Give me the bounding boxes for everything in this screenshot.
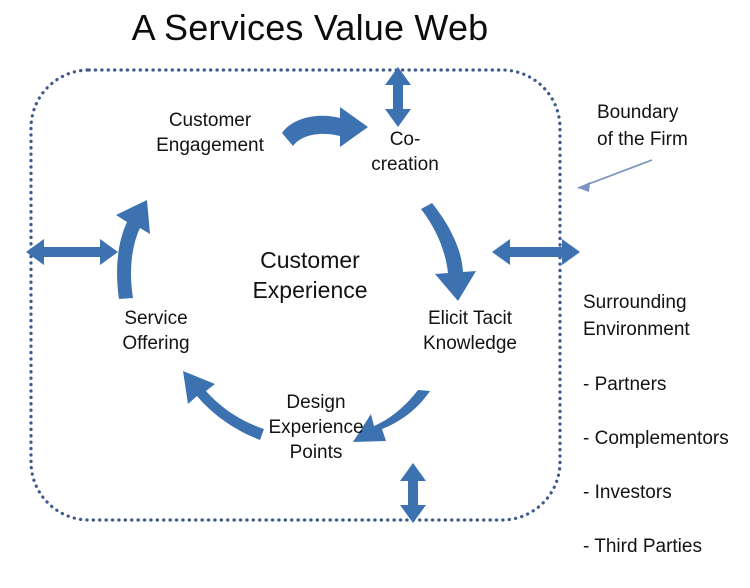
node-design-experience-points: Design Experience Points bbox=[268, 392, 364, 464]
exchange-arrow-right bbox=[492, 239, 580, 265]
arrow-engagement-to-cocreation bbox=[282, 107, 368, 147]
page-title: A Services Value Web bbox=[131, 7, 489, 48]
environment-item-investors: - Investors bbox=[583, 481, 672, 503]
diagram-graphics bbox=[26, 67, 653, 523]
exchange-arrow-top bbox=[385, 67, 411, 127]
environment-item-third-parties: - Third Parties bbox=[583, 535, 702, 557]
boundary-callout-label: Boundary of the Firm bbox=[597, 102, 688, 150]
node-co-creation: Co- creation bbox=[371, 129, 439, 176]
diagram-canvas: A Services Value Web bbox=[26, 7, 729, 557]
environment-item-partners: - Partners bbox=[583, 373, 667, 395]
environment-list: - Partners - Complementors - Investors -… bbox=[583, 345, 749, 588]
firm-boundary-shape bbox=[29, 68, 562, 522]
arrow-service-to-engagement bbox=[116, 200, 150, 299]
arrow-design-to-service bbox=[183, 371, 264, 440]
node-elicit-tacit-knowledge: Elicit Tacit Knowledge bbox=[422, 308, 518, 355]
center-customer-experience: Customer Experience bbox=[252, 247, 368, 304]
node-customer-engagement: Customer Engagement bbox=[156, 110, 264, 157]
node-service-offering: Service Offering bbox=[122, 308, 190, 355]
arrow-cocreation-to-elicit bbox=[421, 203, 476, 301]
exchange-arrow-bottom bbox=[400, 463, 426, 523]
boundary-callout-line bbox=[577, 159, 653, 192]
arrow-elicit-to-design bbox=[353, 390, 430, 442]
exchange-arrow-left bbox=[26, 239, 118, 265]
environment-heading: Surrounding Environment bbox=[583, 292, 690, 340]
environment-item-complementors: - Complementors bbox=[583, 427, 729, 449]
